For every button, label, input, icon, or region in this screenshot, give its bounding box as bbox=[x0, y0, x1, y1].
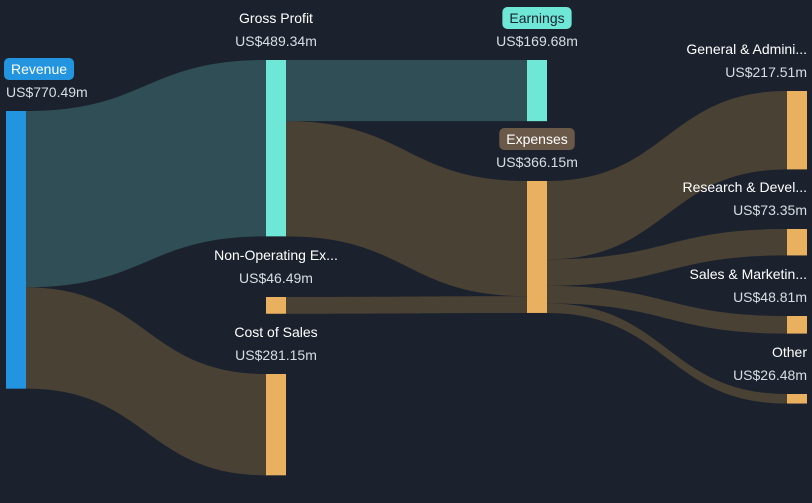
node-badge-revenue bbox=[4, 58, 75, 80]
node-bar-expenses bbox=[527, 181, 547, 313]
link-non_operating-to-expenses bbox=[286, 296, 527, 314]
node-bar-gross_profit bbox=[266, 60, 286, 237]
node-value-earnings: US$169.68m bbox=[496, 33, 578, 49]
node-name-expenses: Expenses bbox=[506, 131, 567, 147]
link-gross_profit-to-expenses bbox=[286, 121, 527, 297]
link-gross_profit-to-earnings bbox=[286, 60, 527, 122]
node-value-revenue: US$770.49m bbox=[6, 84, 88, 100]
node-name-earnings: Earnings bbox=[509, 10, 564, 26]
sankey-links bbox=[26, 60, 787, 476]
node-name-general_admin: General & Admini... bbox=[686, 41, 807, 57]
node-badge-expenses bbox=[499, 128, 575, 150]
link-expenses-to-other bbox=[547, 303, 787, 404]
node-value-general_admin: US$217.51m bbox=[725, 64, 807, 80]
link-revenue-to-gross_profit bbox=[26, 60, 266, 288]
sankey-nodes bbox=[6, 60, 807, 476]
node-bar-other bbox=[787, 394, 807, 404]
node-value-expenses: US$366.15m bbox=[496, 154, 578, 170]
node-value-sales_marketing: US$48.81m bbox=[733, 289, 807, 305]
node-value-gross_profit: US$489.34m bbox=[235, 33, 317, 49]
node-bar-earnings bbox=[527, 60, 547, 122]
node-name-non_operating: Non-Operating Ex... bbox=[214, 247, 338, 263]
link-expenses-to-sales_marketing bbox=[547, 285, 787, 334]
node-value-non_operating: US$46.49m bbox=[239, 270, 313, 286]
node-value-cost_of_sales: US$281.15m bbox=[235, 347, 317, 363]
node-bar-cost_of_sales bbox=[266, 374, 286, 476]
node-badge-earnings bbox=[502, 7, 572, 29]
link-expenses-to-general_admin bbox=[547, 91, 787, 260]
node-value-research_dev: US$73.35m bbox=[733, 202, 807, 218]
node-bar-revenue bbox=[6, 111, 26, 389]
link-revenue-to-cost_of_sales bbox=[26, 287, 266, 476]
node-name-cost_of_sales: Cost of Sales bbox=[234, 324, 317, 340]
node-bar-research_dev bbox=[787, 229, 807, 256]
node-name-other: Other bbox=[772, 344, 807, 360]
node-value-other: US$26.48m bbox=[733, 367, 807, 383]
node-bar-sales_marketing bbox=[787, 316, 807, 334]
node-bar-general_admin bbox=[787, 91, 807, 170]
link-expenses-to-research_dev bbox=[547, 229, 787, 286]
node-name-research_dev: Research & Devel... bbox=[683, 179, 808, 195]
node-bar-non_operating bbox=[266, 297, 286, 314]
node-name-gross_profit: Gross Profit bbox=[239, 10, 313, 26]
node-name-revenue: Revenue bbox=[11, 61, 67, 77]
node-name-sales_marketing: Sales & Marketin... bbox=[690, 266, 808, 282]
